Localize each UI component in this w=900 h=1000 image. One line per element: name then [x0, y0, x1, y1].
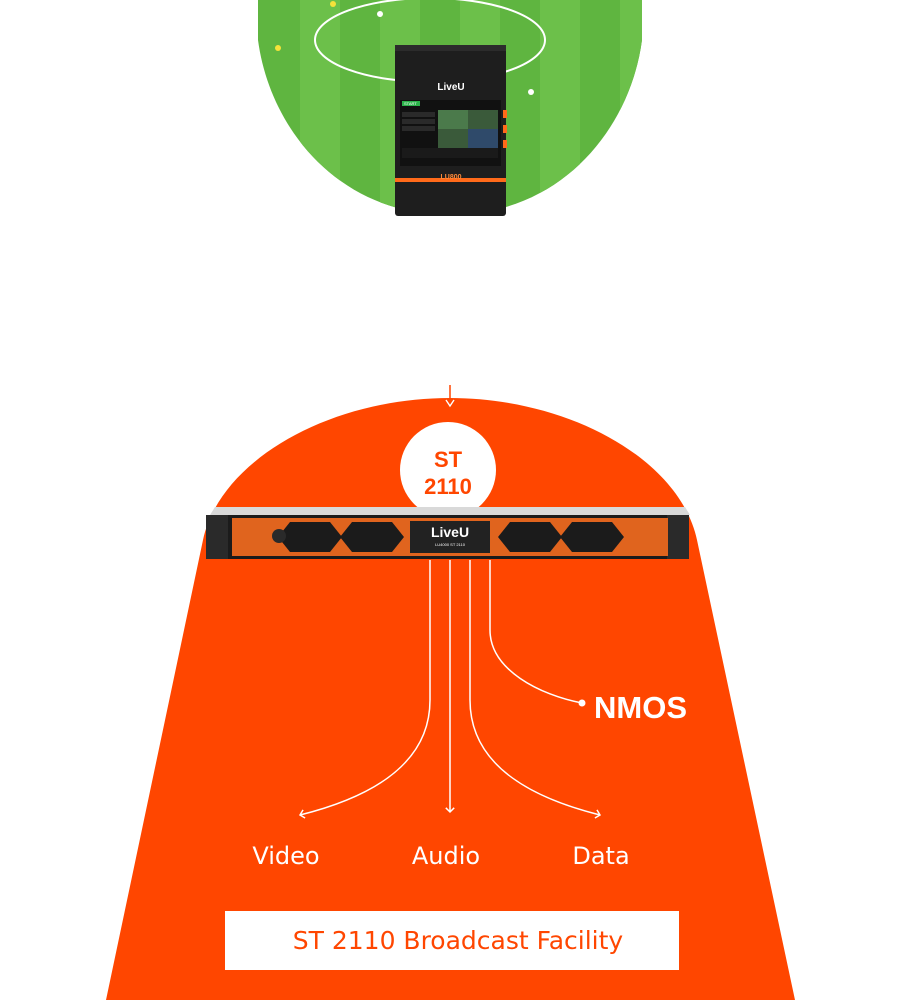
lu800-device: START LiveU LU800 [395, 45, 507, 216]
device-brand-logo: LiveU [437, 82, 464, 93]
video-connector-line [298, 560, 431, 819]
output-label-audio: Audio [412, 842, 480, 870]
device-model-label: LU800 [440, 174, 461, 181]
st2110-badge: ST 2110 [400, 422, 496, 518]
rack-brand-logo: LiveU [431, 524, 469, 540]
nmos-connector-dot [578, 699, 586, 707]
nmos-label: NMOS [594, 690, 687, 725]
badge-line-1: ST [434, 447, 463, 472]
data-connector-line [469, 560, 602, 819]
lu4000-rack-unit: LiveU LU4000 ST 2110 [206, 507, 690, 559]
output-label-video: Video [252, 842, 319, 870]
badge-line-2: 2110 [424, 474, 472, 499]
output-label-data: Data [572, 842, 629, 870]
facility-box: ST 2110 Broadcast Facility [225, 911, 679, 970]
facility-label: ST 2110 Broadcast Facility [293, 926, 624, 955]
device-start-button-label: START [404, 101, 417, 106]
nmos-connector-line [489, 560, 583, 704]
rack-model-label: LU4000 ST 2110 [435, 542, 466, 547]
